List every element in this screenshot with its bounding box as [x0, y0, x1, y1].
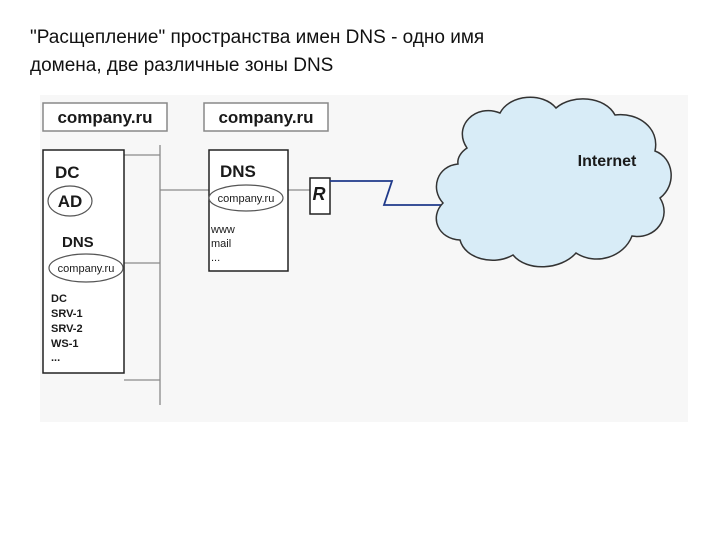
external-zone-ellipse — [208, 184, 284, 212]
ad-label: AD — [58, 192, 83, 211]
internal-zone-label: company.ru — [58, 263, 115, 275]
ad-ellipse — [47, 185, 93, 217]
external-dns-label: DNS — [220, 162, 256, 181]
external-domain-label-box: company.ru — [203, 102, 329, 132]
title-line-1: "Расщепление" пространства имен DNS - од… — [30, 27, 485, 48]
internal-domain-label-box: company.ru — [42, 102, 168, 132]
external-record-2: ... — [211, 252, 220, 264]
internal-record-3: WS-1 — [51, 338, 79, 350]
external-record-0: www — [210, 224, 235, 236]
external-zone-label: company.ru — [218, 193, 275, 205]
internal-record-4: ... — [51, 352, 60, 364]
internal-record-0: DC — [51, 293, 67, 305]
title-line-2: домена, две различные зоны DNS — [30, 55, 334, 76]
internal-server: DC AD DNS company.ru DC SRV-1 SRV-2 WS-1… — [42, 149, 125, 374]
cloud-label: Internet — [578, 153, 637, 170]
router-label: R — [313, 184, 326, 204]
internal-dc-label: DC — [55, 163, 80, 182]
internal-zone-ellipse — [48, 253, 124, 283]
external-server: DNS company.ru www mail ... — [208, 149, 289, 272]
external-domain-label: company.ru — [218, 108, 313, 127]
internal-dns-label: DNS — [62, 234, 94, 251]
slide-title: "Расщепление" пространства имен DNS - од… — [30, 24, 700, 80]
external-record-1: mail — [211, 238, 231, 250]
internal-record-2: SRV-2 — [51, 323, 83, 335]
router-icon: R — [309, 177, 331, 215]
network-backbone — [124, 145, 310, 405]
internal-record-1: SRV-1 — [51, 308, 83, 320]
internal-domain-label: company.ru — [57, 108, 152, 127]
cloud-icon: Internet — [435, 96, 672, 268]
